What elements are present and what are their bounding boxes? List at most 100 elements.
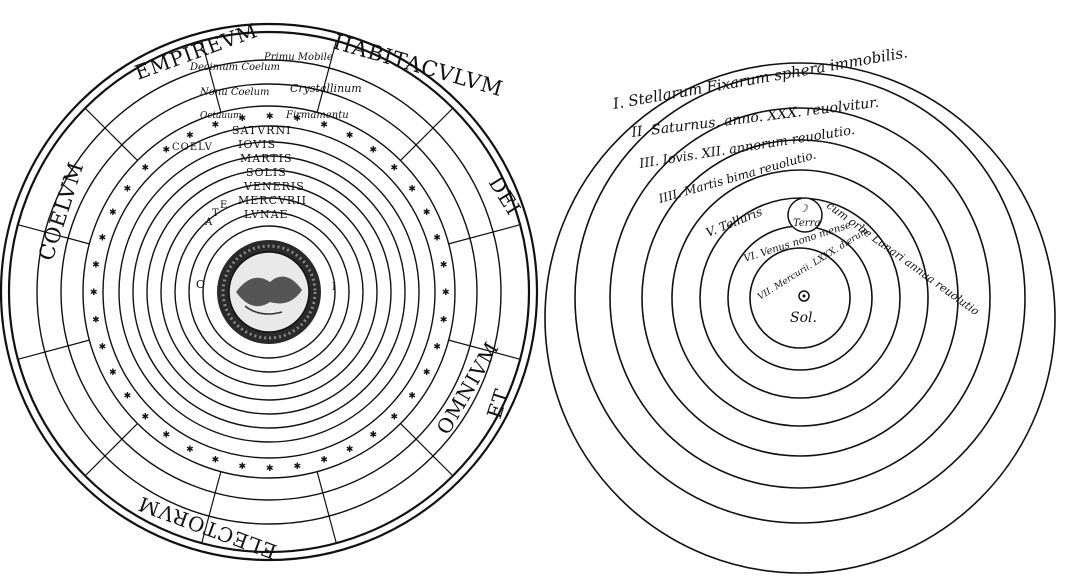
helio-ring	[671, 169, 929, 427]
earth-moon-orbit	[787, 197, 823, 233]
star-icon: ✱	[163, 430, 171, 440]
star-icon: ✱	[124, 185, 132, 195]
star-icon: ✱	[212, 455, 220, 465]
geocentric-rings	[0, 22, 539, 562]
orbit-labels: I. Stellarum Fixarum sphera immobilis. I…	[611, 43, 982, 318]
geocentric-diagram: ✱✱✱✱✱✱✱✱✱✱✱✱✱✱✱✱✱✱✱✱✱✱✱✱✱✱✱✱✱✱✱✱✱✱✱✱✱✱✱✱…	[0, 18, 539, 564]
helio-ring	[641, 139, 959, 457]
star-icon: ✱	[109, 368, 117, 378]
sun-symbol-icon	[798, 290, 810, 302]
geo-ring	[118, 141, 420, 443]
helio-ring	[544, 62, 1056, 574]
star-icon: ✱	[294, 114, 302, 124]
star-icon: ✱	[92, 316, 100, 326]
planet-saturni: SATVRNI	[232, 124, 291, 137]
label-telluris: V. Telluris	[704, 205, 764, 240]
star-icon: ✱	[124, 391, 132, 401]
planet-coelum: COELV	[172, 142, 213, 153]
letter-o: O	[196, 278, 206, 291]
star-icon: ✱	[346, 445, 354, 455]
label-crystallinum: Crystallinum	[290, 82, 362, 95]
letter-t: T	[212, 208, 220, 219]
star-icon: ✱	[294, 462, 302, 472]
planet-veneris: VENERIS	[243, 180, 305, 193]
star-icon: ✱	[186, 131, 194, 141]
star-band: ✱✱✱✱✱✱✱✱✱✱✱✱✱✱✱✱✱✱✱✱✱✱✱✱✱✱✱✱✱✱✱✱✱✱✱✱✱✱✱✱	[90, 112, 450, 474]
geo-ring	[0, 22, 539, 562]
star-icon: ✱	[369, 146, 377, 156]
moon-symbol-icon: ☽	[798, 202, 809, 215]
planet-labels: COELV SATVRNI IOVIS MARTIS SOLIS VENERIS…	[172, 124, 307, 221]
label-terra: Terra	[793, 218, 820, 229]
geo-ring	[160, 183, 378, 401]
star-icon: ✱	[433, 234, 441, 244]
planet-solis: SOLIS	[246, 166, 287, 179]
geo-ring	[60, 83, 478, 501]
star-icon: ✱	[433, 342, 441, 352]
star-icon: ✱	[238, 462, 246, 472]
helio-ring	[574, 72, 1026, 524]
star-icon: ✱	[408, 391, 416, 401]
planet-mercurii: MERCVRII	[238, 194, 307, 207]
star-icon: ✱	[440, 316, 448, 326]
star-icon: ✱	[423, 368, 431, 378]
zodiac-divider	[201, 471, 222, 544]
letter-i: I	[332, 282, 337, 293]
star-icon: ✱	[320, 455, 328, 465]
star-icon: ✱	[99, 234, 107, 244]
zodiac-dividers	[17, 40, 521, 544]
zodiac-divider	[84, 423, 138, 477]
star-icon: ✱	[320, 121, 328, 131]
star-icon: ✱	[142, 412, 150, 422]
star-icon: ✱	[109, 208, 117, 218]
geo-ring	[188, 211, 350, 373]
earth-center	[217, 240, 321, 344]
star-icon: ✱	[212, 121, 220, 131]
geo-ring	[174, 197, 364, 387]
word-dei: DEI	[484, 172, 526, 220]
zodiac-divider	[316, 40, 337, 113]
planet-lunae: LVNAE	[244, 208, 289, 221]
label-octauum: Octauum	[200, 111, 242, 121]
helio-ring	[609, 107, 991, 489]
geo-ring	[82, 105, 456, 479]
zodiac-divider	[400, 423, 454, 477]
star-icon: ✱	[408, 185, 416, 195]
zodiac-divider	[201, 40, 222, 113]
star-icon: ✱	[92, 260, 100, 270]
star-icon: ✱	[369, 430, 377, 440]
planet-iovis: IOVIS	[238, 138, 276, 151]
label-sol: Sol.	[790, 310, 817, 326]
star-icon: ✱	[442, 288, 450, 298]
geo-ring	[146, 169, 392, 415]
heliocentric-rings	[544, 62, 1056, 574]
star-icon: ✱	[390, 164, 398, 174]
geo-ring	[132, 155, 406, 429]
star-icon: ✱	[142, 164, 150, 174]
label-nonum-coelum: Nonu Coelum	[199, 87, 270, 98]
geo-ring	[202, 225, 336, 359]
star-icon: ✱	[423, 208, 431, 218]
star-icon: ✱	[266, 464, 274, 474]
geo-ring	[36, 59, 502, 525]
star-icon: ✱	[163, 146, 171, 156]
letter-a: A	[204, 217, 213, 228]
zodiac-divider	[448, 224, 521, 245]
word-coelvm: COELVM	[34, 158, 89, 263]
star-icon: ✱	[346, 131, 354, 141]
label-firmamentum: Firmamentu	[285, 110, 349, 121]
star-icon: ✱	[238, 114, 246, 124]
label-decimum-coelum: Decimum Coelum	[189, 62, 280, 73]
star-icon: ✱	[266, 112, 274, 122]
zodiac-divider	[17, 224, 90, 245]
star-icon: ✱	[99, 342, 107, 352]
planet-martis: MARTIS	[240, 152, 293, 165]
heliocentric-diagram: ☽ Terra Sol. I. Stellarum Fixarum sphera…	[544, 43, 1056, 574]
geo-ring	[7, 30, 531, 554]
star-icon: ✱	[186, 445, 194, 455]
letter-e: E	[220, 200, 228, 211]
label-lunar-orbit: cum orbe Lunari annua reuolutio	[824, 199, 982, 318]
geo-ring	[102, 125, 436, 459]
